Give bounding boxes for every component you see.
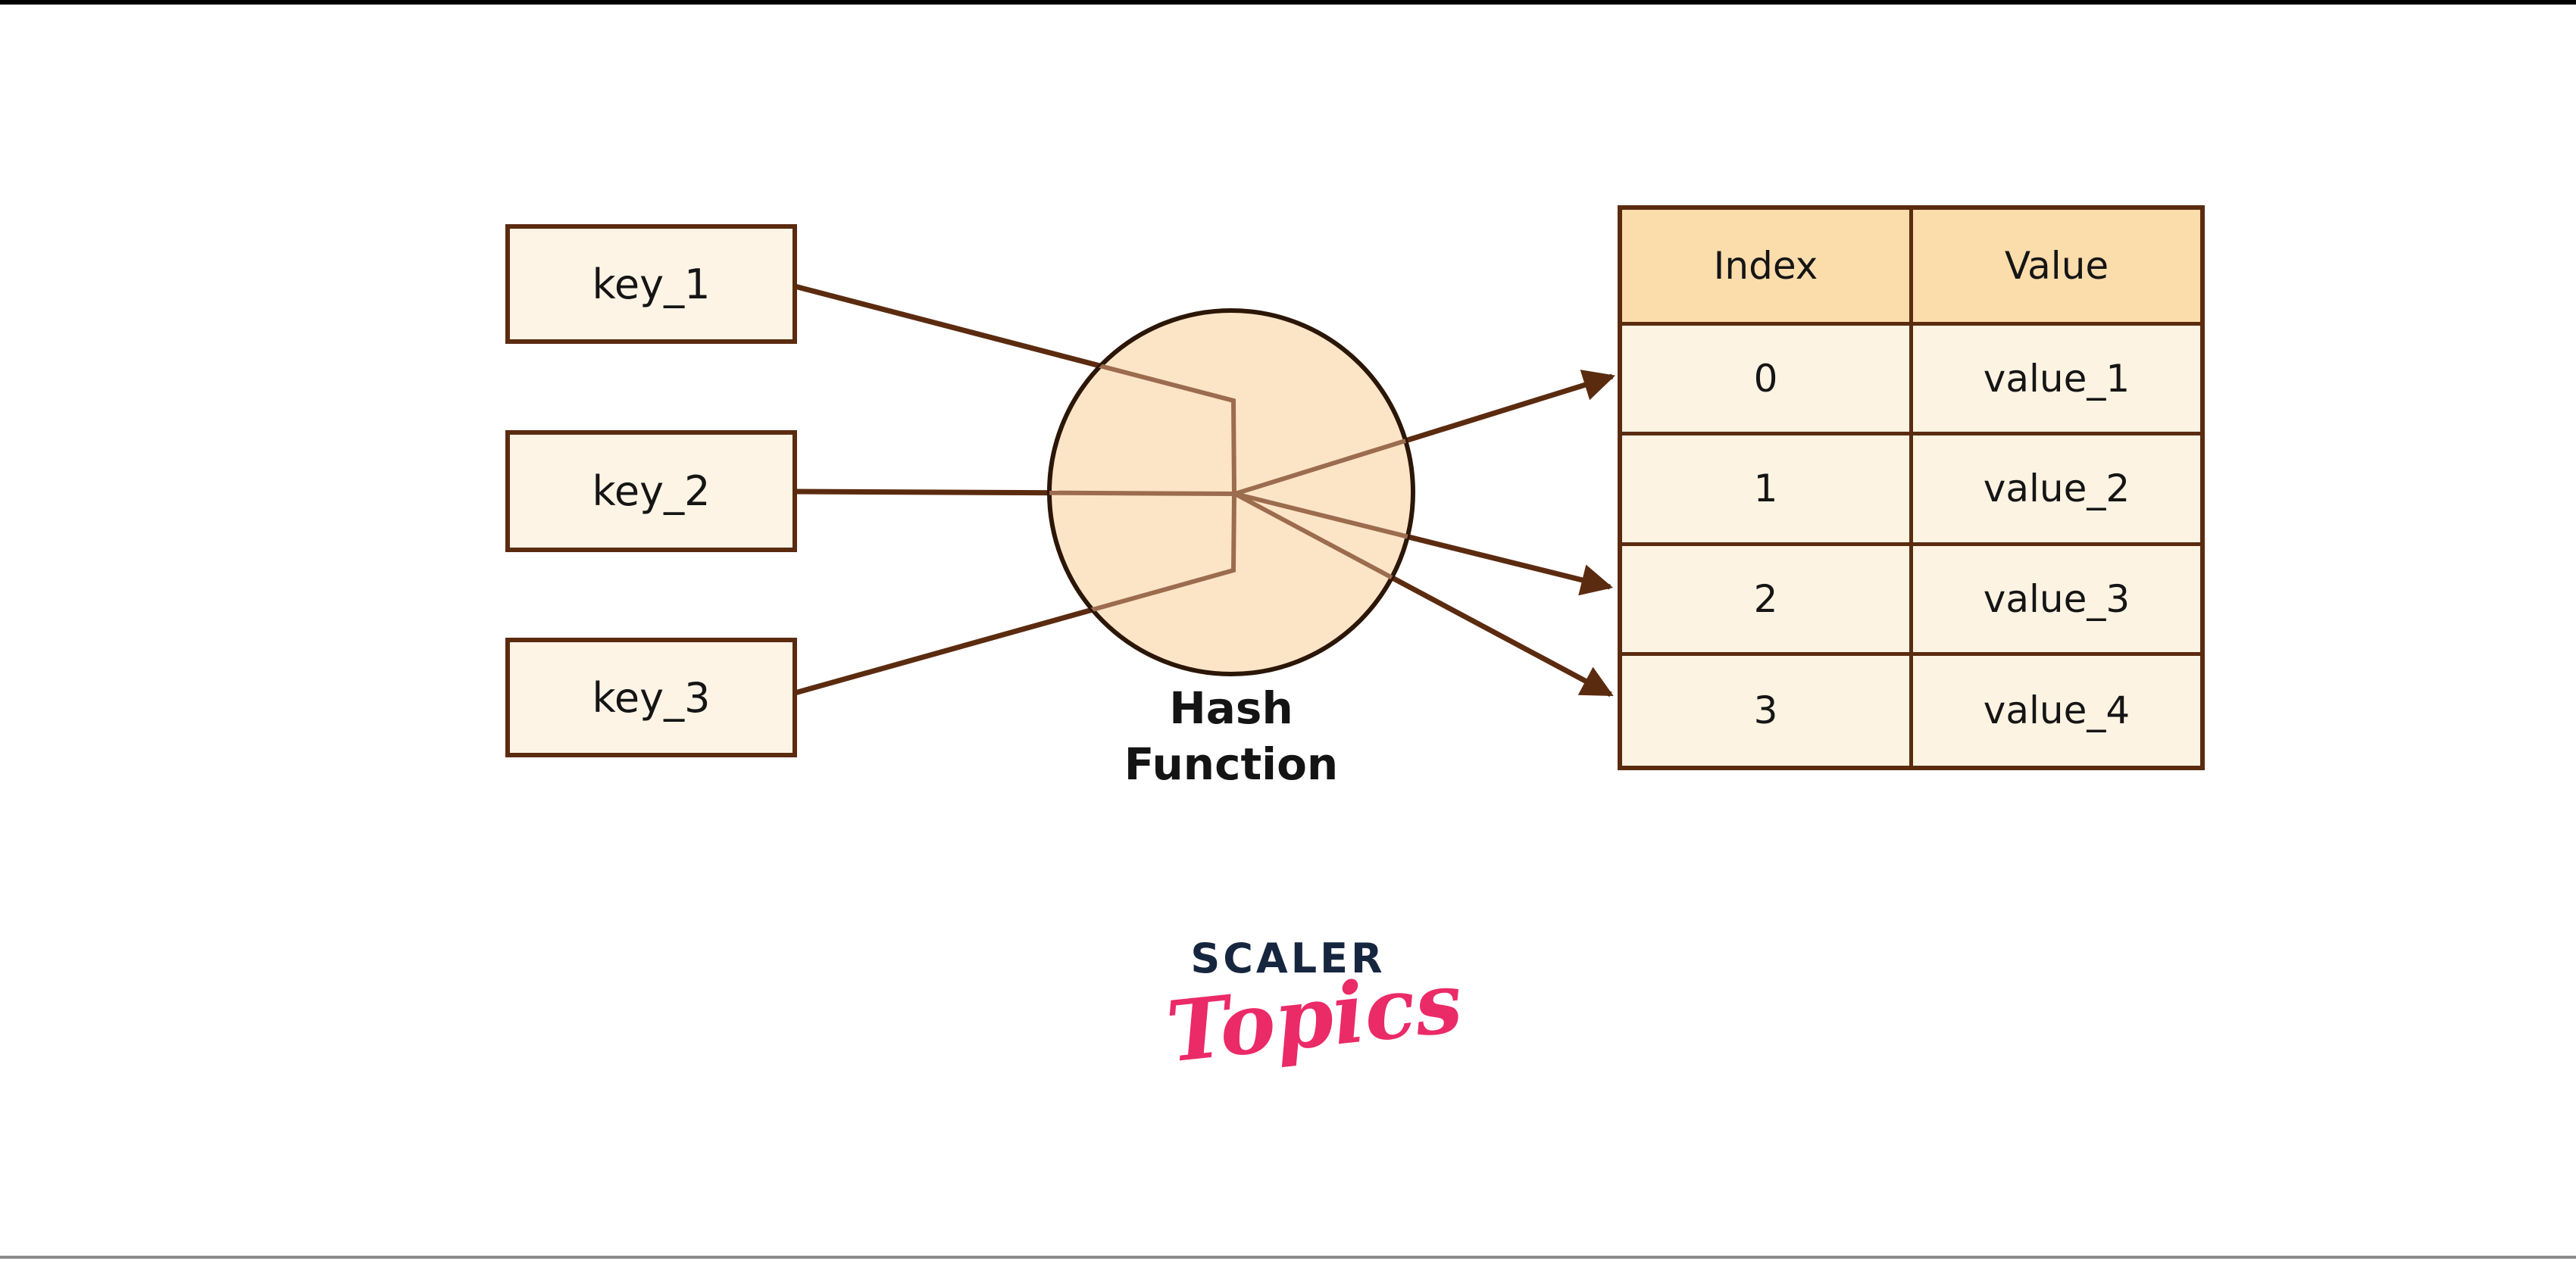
key-box-2: key_2 [505, 430, 797, 552]
table-cell-value-0: value_1 [1913, 326, 2200, 436]
hash-function-label: Hash Function [1080, 680, 1383, 792]
table-header-value: Value [1913, 210, 2200, 326]
connector-lines-inside-circle [1049, 311, 1413, 674]
scaler-logo-text: SCALER [1190, 935, 1386, 982]
hash-table: Index Value 0 value_1 1 value_2 2 value_… [1618, 205, 2205, 770]
key-box-3-label: key_3 [592, 673, 711, 722]
table-cell-index-1: 1 [1622, 435, 1913, 546]
hash-function-label-line1: Hash [1169, 682, 1293, 734]
top-letterbox-bar [0, 0, 2576, 5]
table-cell-value-2: value_3 [1913, 545, 2200, 656]
table-header-index: Index [1622, 210, 1913, 326]
table-cell-index-0: 0 [1622, 326, 1913, 436]
table-cell-index-3: 3 [1622, 655, 1913, 766]
key-box-1-label: key_1 [592, 260, 711, 308]
table-cell-value-1: value_2 [1913, 435, 2200, 546]
table-cell-value-3: value_4 [1913, 655, 2200, 766]
hash-function-label-line2: Function [1124, 738, 1339, 791]
key-box-3: key_3 [505, 638, 797, 757]
key-box-1: key_1 [505, 224, 797, 344]
table-cell-index-2: 2 [1622, 545, 1913, 656]
bottom-divider-line [0, 1256, 2576, 1259]
key-box-2-label: key_2 [592, 467, 711, 515]
